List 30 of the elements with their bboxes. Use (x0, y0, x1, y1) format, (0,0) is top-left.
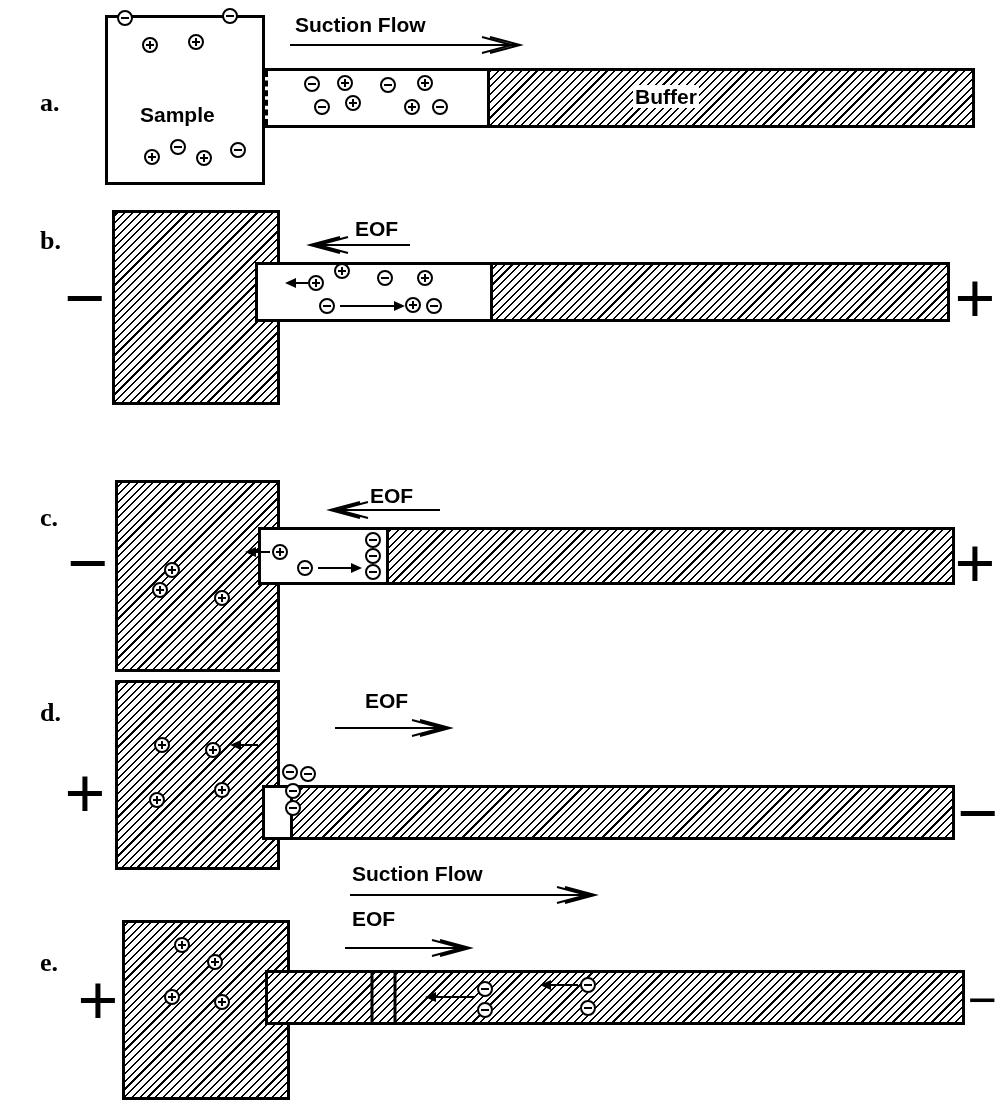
panel-letter: b. (40, 228, 61, 254)
electrode-polarity: + (954, 263, 996, 333)
electrode-polarity: + (954, 528, 996, 598)
electrode-polarity: + (64, 758, 106, 828)
capillary-tube (265, 970, 965, 1025)
reservoir-box (112, 210, 280, 405)
capillary-tube (255, 262, 950, 322)
capillary-tube (258, 527, 955, 585)
electrode-polarity: − (64, 263, 106, 333)
electrode-polarity: − (967, 975, 997, 1025)
panel-letter: e. (40, 950, 59, 976)
electrode-polarity: − (957, 778, 999, 848)
capillary-tube (265, 68, 975, 128)
flow-label: EOF (352, 908, 396, 929)
panel-letter: d. (40, 700, 61, 726)
buffer-label: Buffer (633, 85, 699, 109)
reservoir-box (105, 15, 265, 185)
reservoir-box (115, 480, 280, 672)
reservoir-box (122, 920, 290, 1100)
flow-label: EOF (370, 485, 414, 506)
capillary-tube (262, 785, 955, 840)
panel-letter: c. (40, 505, 59, 531)
electrode-polarity: − (67, 528, 109, 598)
flow-label: EOF (365, 690, 409, 711)
electrode-polarity: + (77, 965, 119, 1035)
reservoir-box (115, 680, 280, 870)
flow-label: Suction Flow (295, 14, 426, 35)
flow-label: Suction Flow (352, 863, 483, 884)
flow-label: EOF (355, 218, 399, 239)
panel-letter: a. (40, 90, 60, 116)
